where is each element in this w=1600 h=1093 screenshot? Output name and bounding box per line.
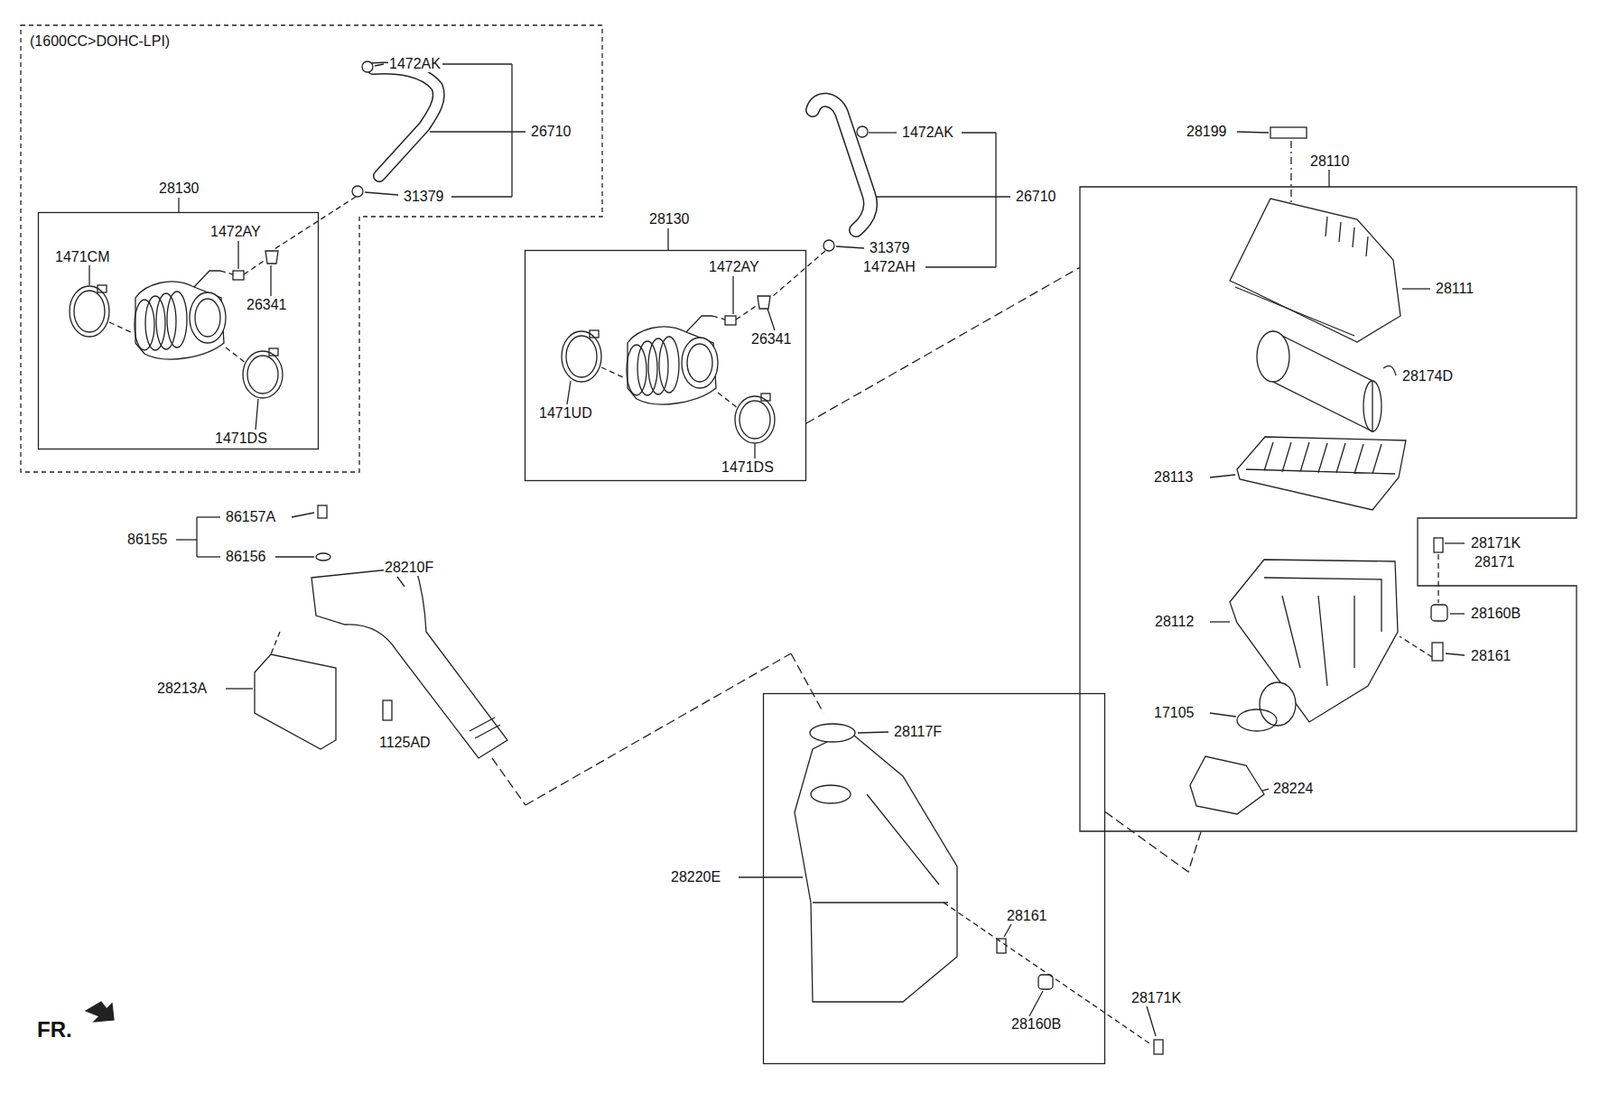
part-number: 28160B <box>1010 1016 1062 1033</box>
front-indicator: FR. <box>36 1018 74 1042</box>
part-number: 1471UD <box>538 405 594 422</box>
group-heading: 28220E <box>669 869 722 886</box>
part-number: 17105 <box>1153 705 1196 722</box>
callout-number: 86156 <box>224 548 268 566</box>
group-outline <box>37 212 319 450</box>
part-number: 28112 <box>1153 613 1195 631</box>
part-group-box: 281301471CM1472AY263411471DS <box>37 212 319 450</box>
group-heading: 28130 <box>158 180 201 197</box>
part-number: 28160B <box>1469 605 1522 623</box>
callout-number: 28171K <box>1469 535 1522 552</box>
part-group-box: (1600CC>DOHC-LPI) 1472AK 26710 31379 28130 14… <box>20 25 603 473</box>
part-number: 28111 <box>1434 280 1475 298</box>
part-number: 28224 <box>1272 781 1315 798</box>
part-number: 1471DS <box>213 430 269 447</box>
group-outline <box>762 693 1106 1065</box>
callout-number: 1125AD <box>378 734 432 752</box>
group-outline <box>524 250 807 482</box>
group-outline-shape <box>763 694 1106 1065</box>
assembly-connector <box>806 267 1080 424</box>
callout-number: 28213A <box>156 680 208 698</box>
callout-number: 28199 <box>1185 123 1228 140</box>
group-outline <box>1079 186 1577 832</box>
part-number: 1472AY <box>707 259 761 276</box>
part-number: 26341 <box>750 331 793 348</box>
part-number: 1472AK <box>388 55 442 73</box>
part-number: 1472AY <box>209 223 262 241</box>
group-outline-shape <box>1079 186 1577 832</box>
callout-number: 28171K <box>1130 990 1182 1007</box>
callout-number: 26710 <box>1014 188 1058 205</box>
group-heading: (1600CC>DOHC-LPI) <box>28 33 171 50</box>
assembly-connector <box>1105 812 1201 873</box>
callout-number: 86155 <box>126 531 169 549</box>
part-group-box: 28220E28117F2816128160B <box>762 693 1106 1065</box>
part-number: 26341 <box>245 297 289 314</box>
callout-number: 31379 <box>868 240 912 257</box>
callout-number: 28210F <box>383 559 435 577</box>
callout-number: 86157A <box>224 509 277 526</box>
part-number: 28161 <box>1469 648 1513 665</box>
part-number: 28174D <box>1401 368 1454 385</box>
group-outline-shape <box>38 213 319 450</box>
group-outline-shape <box>525 251 807 482</box>
group-heading: 28130 <box>648 211 691 228</box>
part-group-box: 281102811128174D281132811228160B28161171… <box>1079 186 1577 832</box>
group-heading: 28110 <box>1309 153 1350 170</box>
callout-number: 1472AH <box>862 259 917 276</box>
part-number: 1471CM <box>54 249 111 266</box>
part-number: 31379 <box>402 188 446 205</box>
part-number: 28117F <box>893 724 943 741</box>
part-number: 28113 <box>1153 469 1194 486</box>
callout-number: 1472AK <box>901 124 955 141</box>
part-number: 26710 <box>530 123 573 140</box>
part-number: 28161 <box>1005 908 1049 925</box>
group-outline-shape <box>20 25 603 473</box>
callout-number: 28171 <box>1473 554 1517 571</box>
part-number: 1471DS <box>720 459 775 476</box>
part-group-box: 281301472AY263411471UD1471DS <box>524 250 807 482</box>
